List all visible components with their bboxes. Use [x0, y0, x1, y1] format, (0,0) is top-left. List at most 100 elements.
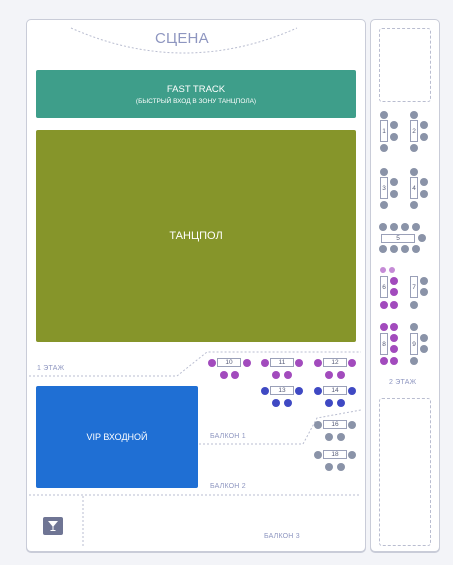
seat[interactable] — [390, 190, 398, 198]
seat[interactable] — [390, 245, 398, 253]
seat[interactable] — [380, 267, 386, 273]
seat[interactable] — [390, 178, 398, 186]
seat[interactable] — [412, 223, 420, 231]
seat[interactable] — [295, 359, 303, 367]
fast-track-zone[interactable]: FAST TRACK (БЫСТРЫЙ ВХОД В ЗОНУ ТАНЦПОЛА… — [36, 70, 356, 118]
seat[interactable] — [325, 463, 333, 471]
seat[interactable] — [243, 359, 251, 367]
seat[interactable] — [412, 245, 420, 253]
bar-button[interactable] — [43, 517, 63, 535]
table-8[interactable]: 8 — [380, 333, 388, 355]
seat[interactable] — [272, 371, 280, 379]
seat[interactable] — [284, 399, 292, 407]
seat[interactable] — [380, 357, 388, 365]
seat[interactable] — [348, 421, 356, 429]
seat[interactable] — [337, 399, 345, 407]
seat[interactable] — [348, 359, 356, 367]
fast-track-title: FAST TRACK — [166, 83, 226, 95]
seat[interactable] — [420, 345, 428, 353]
seat[interactable] — [337, 371, 345, 379]
seat[interactable] — [420, 133, 428, 141]
seat[interactable] — [390, 223, 398, 231]
seat[interactable] — [208, 359, 216, 367]
seat[interactable] — [420, 121, 428, 129]
table-11[interactable]: 11 — [270, 358, 294, 367]
seat[interactable] — [380, 168, 388, 176]
balcony-dividers — [29, 351, 362, 548]
seat[interactable] — [410, 144, 418, 152]
seat[interactable] — [272, 399, 280, 407]
table-9[interactable]: 9 — [410, 333, 418, 355]
seat[interactable] — [410, 201, 418, 209]
seat[interactable] — [314, 451, 322, 459]
seat[interactable] — [314, 359, 322, 367]
table-7[interactable]: 7 — [410, 276, 418, 298]
seat[interactable] — [390, 121, 398, 129]
main-hall-panel: СЦЕНА FAST TRACK (БЫСТРЫЙ ВХОД В ЗОНУ ТА… — [26, 19, 366, 552]
seat[interactable] — [380, 144, 388, 152]
floor1-label: 1 ЭТАЖ — [37, 365, 65, 372]
seat[interactable] — [261, 359, 269, 367]
table-10[interactable]: 10 — [217, 358, 241, 367]
seat[interactable] — [380, 201, 388, 209]
table-5[interactable]: 5 — [381, 234, 415, 243]
table-2[interactable]: 2 — [410, 120, 418, 142]
balcony1-label: БАЛКОН 1 — [210, 433, 246, 440]
dance-floor-zone[interactable]: ТАНЦПОЛ — [36, 130, 356, 342]
seat[interactable] — [420, 190, 428, 198]
seat[interactable] — [410, 111, 418, 119]
table-13[interactable]: 13 — [270, 386, 294, 395]
seat[interactable] — [231, 371, 239, 379]
seat[interactable] — [380, 301, 388, 309]
dance-floor-label: ТАНЦПОЛ — [169, 230, 223, 242]
seat[interactable] — [390, 301, 398, 309]
seat[interactable] — [325, 433, 333, 441]
seat[interactable] — [390, 357, 398, 365]
seat[interactable] — [379, 223, 387, 231]
seat[interactable] — [337, 433, 345, 441]
seat[interactable] — [390, 277, 398, 285]
seat[interactable] — [348, 387, 356, 395]
lower-zone — [379, 398, 431, 546]
table-6[interactable]: 6 — [380, 276, 388, 298]
seat[interactable] — [295, 387, 303, 395]
table-4[interactable]: 4 — [410, 177, 418, 199]
seat[interactable] — [418, 234, 426, 242]
seat[interactable] — [389, 267, 395, 273]
seat[interactable] — [314, 387, 322, 395]
seat[interactable] — [261, 387, 269, 395]
seat[interactable] — [380, 111, 388, 119]
seat[interactable] — [390, 345, 398, 353]
table-12[interactable]: 12 — [323, 358, 347, 367]
seat[interactable] — [325, 371, 333, 379]
seat[interactable] — [390, 323, 398, 331]
table-14[interactable]: 14 — [323, 386, 347, 395]
table-1[interactable]: 1 — [380, 120, 388, 142]
seat[interactable] — [420, 178, 428, 186]
seat[interactable] — [401, 223, 409, 231]
seat[interactable] — [348, 451, 356, 459]
seat[interactable] — [420, 334, 428, 342]
seat[interactable] — [284, 371, 292, 379]
balcony2-label: БАЛКОН 2 — [210, 483, 246, 490]
seat[interactable] — [380, 323, 388, 331]
seat[interactable] — [420, 288, 428, 296]
seat[interactable] — [379, 245, 387, 253]
seat[interactable] — [337, 463, 345, 471]
seat[interactable] — [410, 301, 418, 309]
seat[interactable] — [401, 245, 409, 253]
table-16[interactable]: 16 — [323, 420, 347, 429]
seat[interactable] — [390, 334, 398, 342]
seat[interactable] — [410, 168, 418, 176]
seat[interactable] — [220, 371, 228, 379]
seat[interactable] — [390, 133, 398, 141]
seat[interactable] — [325, 399, 333, 407]
table-3[interactable]: 3 — [380, 177, 388, 199]
seat[interactable] — [314, 421, 322, 429]
seat[interactable] — [390, 288, 398, 296]
seat[interactable] — [410, 357, 418, 365]
seat[interactable] — [420, 277, 428, 285]
table-18[interactable]: 18 — [323, 450, 347, 459]
vip-zone[interactable]: VIP ВХОДНОЙ — [36, 386, 198, 488]
seat[interactable] — [410, 323, 418, 331]
